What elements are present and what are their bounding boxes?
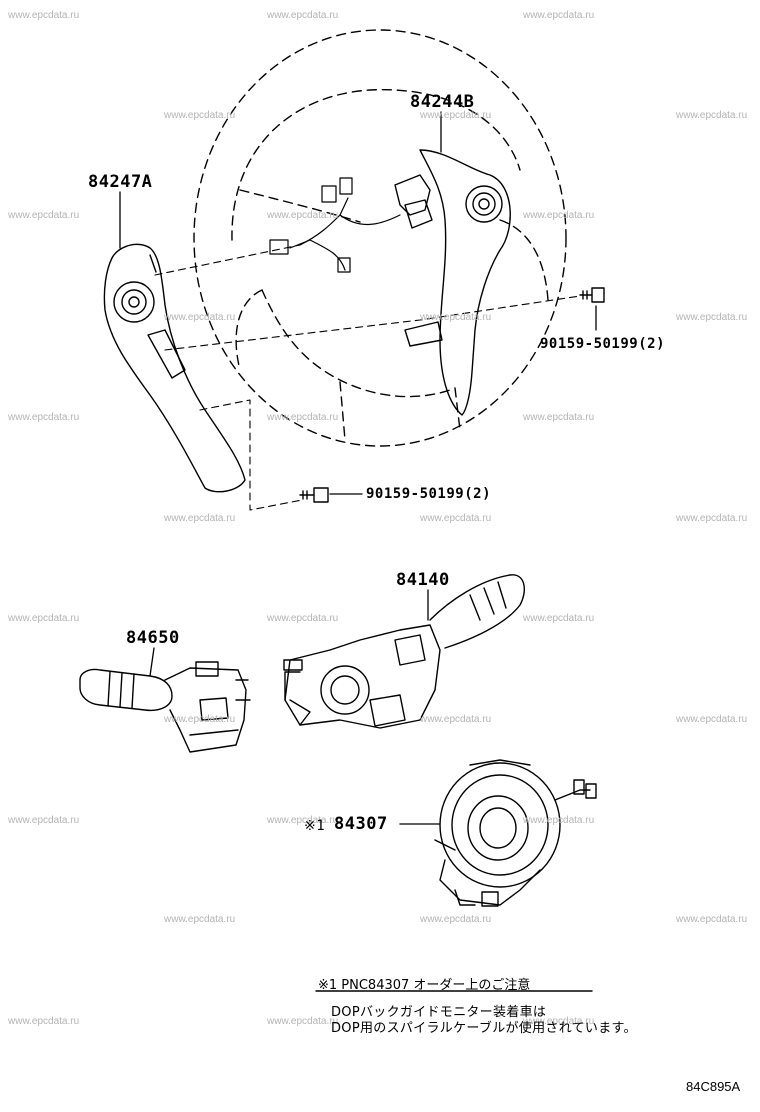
watermark: www.epcdata.ru [8,815,80,826]
part-label-horn-pad-left: 84247A [88,172,153,192]
watermark: www.epcdata.ru [267,613,339,624]
watermark: www.epcdata.ru [164,714,236,725]
assembly-leaders [154,244,581,511]
watermark: www.epcdata.ru [523,613,595,624]
wiper-switch [79,661,251,753]
part-label-spiral-cable-marker: ※1 [304,818,326,834]
watermark: www.epcdata.ru [420,714,492,725]
watermark: www.epcdata.ru [523,412,595,423]
watermark: www.epcdata.ru [8,412,80,423]
watermark: www.epcdata.ru [267,210,339,221]
watermark: www.epcdata.ru [164,513,236,524]
watermark: www.epcdata.ru [267,1016,339,1027]
part-label-screw-lower: 90159-50199(2) [366,486,492,502]
turn-signal-switch [283,574,526,729]
watermark: www.epcdata.ru [164,914,236,925]
watermark: www.epcdata.ru [523,210,595,221]
note-title: ※1 PNC84307 オーダー上のご注意 [318,978,531,993]
watermark: www.epcdata.ru [420,312,492,323]
watermark: www.epcdata.ru [8,10,80,21]
watermark: www.epcdata.ru [523,815,595,826]
label-leaders [119,111,597,825]
watermark: www.epcdata.ru [8,1016,80,1027]
watermark: www.epcdata.ru [676,714,748,725]
watermark: www.epcdata.ru [267,412,339,423]
watermark: www.epcdata.ru [523,1016,595,1027]
part-label-turn-switch: 84140 [396,570,450,590]
watermark: www.epcdata.ru [8,210,80,221]
watermark: www.epcdata.ru [267,10,339,21]
watermark: www.epcdata.ru [267,815,339,826]
watermark: www.epcdata.ru [164,312,236,323]
left-spoke-cover [103,243,246,493]
spiral-cable [434,759,597,907]
watermark: www.epcdata.ru [420,110,492,121]
screw-lower [299,487,329,503]
part-label-wiper-switch: 84650 [126,628,180,648]
screw-right [579,287,605,303]
watermark: www.epcdata.ru [676,312,748,323]
watermark: www.epcdata.ru [164,110,236,121]
watermark: www.epcdata.ru [676,914,748,925]
part-label-screw-right: 90159-50199(2) [540,336,666,352]
watermark: www.epcdata.ru [676,513,748,524]
hub-wiring [269,177,401,273]
note-line: DOPバックガイドモニター装着車は [331,1005,547,1020]
part-label-horn-pad-right: 84244B [410,92,475,112]
watermark: www.epcdata.ru [523,10,595,21]
watermark: www.epcdata.ru [8,613,80,624]
steering-wheel-outline [193,29,567,447]
watermark: www.epcdata.ru [420,914,492,925]
note-line: DOP用のスパイラルケーブルが使用されています。 [331,1021,637,1036]
watermark: www.epcdata.ru [676,110,748,121]
part-label-spiral-cable: 84307 [334,814,388,834]
right-spoke-cover [394,149,511,416]
illustration-code: 84C895A [686,1079,741,1094]
watermark: www.epcdata.ru [420,513,492,524]
